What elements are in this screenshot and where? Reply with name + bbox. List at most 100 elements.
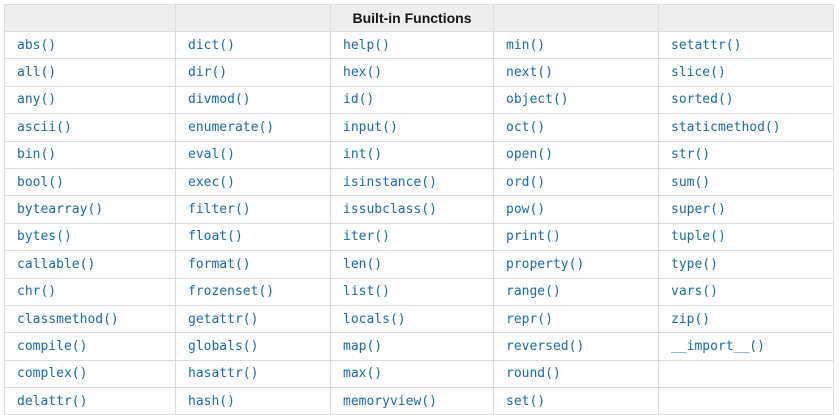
function-link[interactable]: property() [506, 256, 585, 272]
function-link[interactable]: print() [506, 229, 561, 245]
function-link[interactable]: staticmethod() [671, 119, 781, 135]
function-cell: bytearray() [4, 195, 176, 224]
function-link[interactable]: ord() [506, 174, 546, 190]
function-link[interactable]: globals() [188, 338, 259, 354]
function-link[interactable]: hex() [343, 65, 383, 81]
function-link[interactable]: memoryview() [343, 393, 437, 409]
function-link[interactable]: abs() [17, 37, 57, 53]
function-link[interactable]: type() [671, 256, 718, 272]
function-cell: slice() [658, 58, 834, 87]
function-link[interactable]: sum() [671, 174, 711, 190]
header-row: Built-in Functions [4, 4, 834, 32]
function-cell: bin() [4, 140, 176, 169]
function-link[interactable]: divmod() [188, 92, 251, 108]
function-link[interactable]: setattr() [671, 37, 742, 53]
table-row: chr() frozenset() list() range() vars() [4, 277, 834, 306]
function-link[interactable]: __import__() [671, 338, 765, 354]
function-cell: enumerate() [175, 113, 331, 142]
function-link[interactable]: frozenset() [188, 284, 275, 300]
function-link[interactable]: enumerate() [188, 119, 275, 135]
function-link[interactable]: slice() [671, 65, 726, 81]
table-title: Built-in Functions [330, 4, 494, 32]
function-link[interactable]: hasattr() [188, 366, 259, 382]
function-link[interactable]: classmethod() [17, 311, 119, 327]
function-link[interactable]: isinstance() [343, 174, 437, 190]
header-cell-empty-1 [4, 4, 176, 32]
table-row: compile() globals() map() reversed() __impor… [4, 332, 834, 361]
function-cell: any() [4, 85, 176, 115]
function-cell: eval() [175, 140, 331, 169]
function-link[interactable]: int() [343, 147, 383, 163]
function-link[interactable]: reversed() [506, 338, 585, 354]
function-link[interactable]: dir() [188, 65, 228, 81]
function-link[interactable]: range() [506, 284, 561, 300]
function-cell: __import__() [658, 332, 834, 361]
function-link[interactable]: input() [343, 119, 398, 135]
function-link[interactable]: filter() [188, 202, 251, 218]
function-link[interactable]: bytes() [17, 229, 72, 245]
function-cell: staticmethod() [658, 113, 834, 142]
function-link[interactable]: list() [343, 284, 390, 300]
function-link[interactable]: super() [671, 202, 726, 218]
function-link[interactable]: format() [188, 256, 251, 272]
function-link[interactable]: open() [506, 147, 553, 163]
function-link[interactable]: repr() [506, 311, 553, 327]
table-row: abs() dict() help() min() setattr() [4, 30, 834, 60]
function-link[interactable]: ascii() [17, 119, 72, 135]
function-link[interactable]: sorted() [671, 92, 734, 108]
function-link[interactable]: str() [671, 147, 711, 163]
function-link[interactable]: iter() [343, 229, 390, 245]
function-link[interactable]: eval() [188, 147, 235, 163]
function-link[interactable]: min() [506, 37, 546, 53]
function-link[interactable]: round() [506, 366, 561, 382]
function-link[interactable]: tuple() [671, 229, 726, 245]
function-link[interactable]: object() [506, 92, 569, 108]
function-cell: super() [658, 195, 834, 224]
function-cell: format() [175, 250, 331, 279]
table-row: bool() exec() isinstance() ord() sum() [4, 167, 834, 197]
function-link[interactable]: float() [188, 229, 243, 245]
builtin-functions-table: Built-in Functions abs() dict() help() min(… [4, 4, 834, 415]
function-link[interactable]: getattr() [188, 311, 259, 327]
function-link[interactable]: dict() [188, 37, 235, 53]
function-link[interactable]: set() [506, 393, 546, 409]
function-link[interactable]: zip() [671, 311, 711, 327]
function-link[interactable]: exec() [188, 174, 235, 190]
function-link[interactable]: complex() [17, 366, 88, 382]
function-link[interactable]: pow() [506, 202, 546, 218]
function-link[interactable]: oct() [506, 119, 546, 135]
function-link[interactable]: max() [343, 366, 383, 382]
function-cell: globals() [175, 332, 331, 361]
function-link[interactable]: compile() [17, 338, 88, 354]
function-link[interactable]: bytearray() [17, 202, 104, 218]
function-cell: float() [175, 222, 331, 252]
function-cell: id() [330, 85, 494, 115]
function-link[interactable]: bin() [17, 147, 57, 163]
function-link[interactable]: chr() [17, 284, 57, 300]
function-link[interactable]: next() [506, 65, 553, 81]
function-link[interactable]: callable() [17, 256, 96, 272]
function-cell: str() [658, 140, 834, 169]
function-link[interactable]: locals() [343, 311, 406, 327]
function-link[interactable]: bool() [17, 174, 64, 190]
function-link[interactable]: delattr() [17, 393, 88, 409]
function-cell: reversed() [493, 332, 659, 361]
function-cell: round() [493, 359, 659, 389]
table-row: ascii() enumerate() input() oct() staticmeth… [4, 113, 834, 142]
function-cell: print() [493, 222, 659, 252]
function-link[interactable]: any() [17, 92, 57, 108]
function-link[interactable]: len() [343, 256, 383, 272]
function-link[interactable]: help() [343, 37, 390, 53]
function-link[interactable]: id() [343, 92, 375, 108]
function-link[interactable]: issubclass() [343, 202, 437, 218]
function-link[interactable]: map() [343, 338, 383, 354]
function-link[interactable]: all() [17, 65, 57, 81]
function-link[interactable]: vars() [671, 284, 718, 300]
function-cell: classmethod() [4, 304, 176, 334]
function-cell: callable() [4, 250, 176, 279]
function-cell: len() [330, 250, 494, 279]
function-link[interactable]: hash() [188, 393, 235, 409]
function-cell: repr() [493, 304, 659, 334]
header-cell-empty-2 [175, 4, 331, 32]
